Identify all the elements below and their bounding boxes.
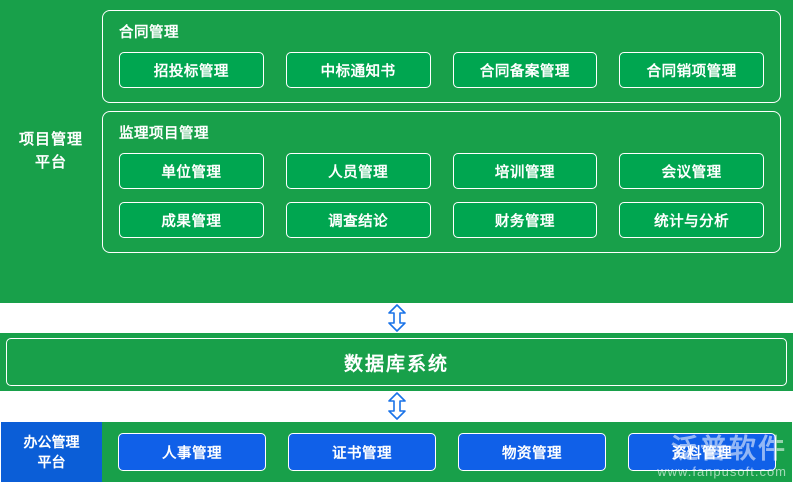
supervision-row-2: 成果管理 调查结论 财务管理 统计与分析 <box>119 202 764 238</box>
group-supervision-project-management: 监理项目管理 单位管理 人员管理 培训管理 会议管理 成果管理 调查结论 财务管… <box>102 111 781 253</box>
button-hr-management[interactable]: 人事管理 <box>118 433 266 471</box>
project-platform-label-line2: 平台 <box>34 153 67 171</box>
office-platform-label-line1: 办公管理 <box>23 433 80 450</box>
button-certificate-management[interactable]: 证书管理 <box>288 433 436 471</box>
double-arrow-icon <box>388 304 406 332</box>
project-platform-label-line1: 项目管理 <box>18 131 83 148</box>
arrow-up-down-top <box>385 303 409 333</box>
office-platform-label: 办公管理 平台 <box>0 421 102 483</box>
button-meeting-management[interactable]: 会议管理 <box>619 153 764 189</box>
arrow-up-down-bottom <box>385 391 409 421</box>
button-finance-management[interactable]: 财务管理 <box>452 202 598 238</box>
button-statistics-and-analysis[interactable]: 统计与分析 <box>619 202 764 238</box>
project-platform-body: 合同管理 招投标管理 中标通知书 合同备案管理 合同销项管理 监理项目管理 单位… <box>102 0 793 303</box>
database-system-title: 数据库系统 <box>6 338 787 386</box>
group-supervision-project-management-title: 监理项目管理 <box>119 126 209 142</box>
button-survey-conclusion[interactable]: 调查结论 <box>285 202 431 238</box>
button-unit-management[interactable]: 单位管理 <box>119 153 264 189</box>
database-system-band: 数据库系统 <box>0 333 793 391</box>
project-management-platform: 项目管理 平台 合同管理 招投标管理 中标通知书 合同备案管理 合同销项管理 监… <box>0 0 793 303</box>
button-documents-management[interactable]: 资料管理 <box>628 433 776 471</box>
button-contract-filing-management[interactable]: 合同备案管理 <box>452 52 598 88</box>
office-platform-label-line2: 平台 <box>37 454 66 470</box>
contract-management-row-1: 招投标管理 中标通知书 合同备案管理 合同销项管理 <box>119 52 764 88</box>
button-training-management[interactable]: 培训管理 <box>452 153 598 189</box>
group-contract-management-title: 合同管理 <box>119 25 179 41</box>
project-platform-label: 项目管理 平台 <box>0 0 102 303</box>
office-platform-body: 人事管理 证书管理 物资管理 资料管理 <box>102 421 793 483</box>
group-contract-management: 合同管理 招投标管理 中标通知书 合同备案管理 合同销项管理 <box>102 10 781 103</box>
supervision-row-1: 单位管理 人员管理 培训管理 会议管理 <box>119 153 764 189</box>
office-management-platform: 办公管理 平台 人事管理 证书管理 物资管理 资料管理 <box>0 421 793 483</box>
double-arrow-icon <box>388 392 406 420</box>
button-achievement-management[interactable]: 成果管理 <box>119 202 264 238</box>
button-bid-winning-notice[interactable]: 中标通知书 <box>285 52 431 88</box>
button-materials-management[interactable]: 物资管理 <box>458 433 606 471</box>
button-personnel-management[interactable]: 人员管理 <box>285 153 431 189</box>
button-bidding-management[interactable]: 招投标管理 <box>119 52 264 88</box>
button-contract-sales-management[interactable]: 合同销项管理 <box>619 52 764 88</box>
